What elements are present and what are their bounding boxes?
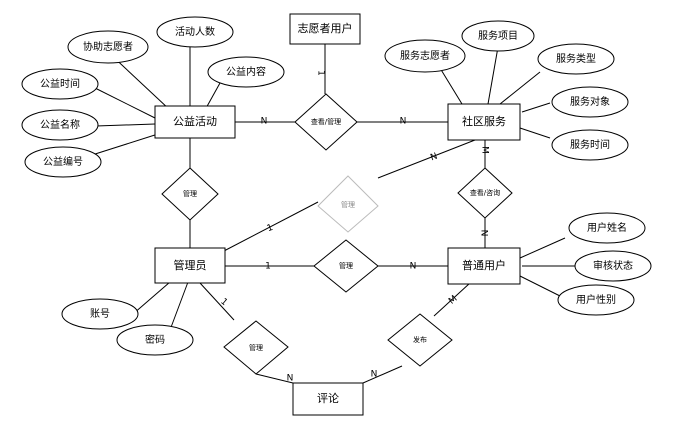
rel-view-consult (457, 167, 513, 219)
attr-service-time (551, 129, 629, 161)
connector-admin-manage-service (221, 201, 319, 253)
attr-service-item-label: 服务项目 (478, 29, 518, 42)
attr-public-number-label: 公益编号 (43, 155, 83, 168)
card-comment-n-left: N (287, 374, 294, 384)
rel-publish-label: 发布 (413, 335, 427, 344)
connector-public-number (91, 133, 159, 156)
entity-comment (292, 382, 364, 416)
connector-service-time (519, 127, 551, 139)
rel-manage-activity-label: 管理 (183, 189, 197, 198)
entity-community-service (447, 103, 521, 141)
entity-public-activity-label: 公益活动 (173, 114, 217, 128)
rel-publish (387, 313, 453, 367)
card-service-m: M (480, 146, 490, 154)
rel-manage-comment-label: 管理 (249, 343, 263, 352)
card-volunteer-one: 1 (316, 70, 326, 76)
attr-user-name-label: 用户姓名 (587, 221, 627, 234)
attr-public-time-label: 公益时间 (40, 77, 80, 90)
rel-manage-user-label: 管理 (339, 261, 353, 270)
entity-community-service-label: 社区服务 (462, 114, 506, 128)
attr-account (61, 298, 139, 330)
attr-user-gender (557, 284, 635, 316)
card-admin-one-low: 1 (218, 297, 229, 308)
attr-help-volunteer-label: 协助志愿者 (83, 40, 133, 53)
attr-review-status-label: 审核状态 (593, 259, 633, 272)
connector-user-gender (519, 275, 561, 297)
rel-view-consult-label: 查看/咨询 (470, 188, 500, 197)
card-admin-one: 1 (265, 262, 271, 272)
card-user-m: M (447, 294, 459, 307)
card-user-n-up: N (479, 230, 489, 237)
connector-user-name (519, 237, 566, 259)
attr-password (116, 324, 194, 356)
attr-activity-count-label: 活动人数 (175, 25, 215, 38)
connector-manage-comment (255, 373, 294, 384)
entity-volunteer-user (289, 13, 361, 45)
connector-manage-service (377, 139, 476, 179)
connector-account (132, 281, 171, 315)
attr-user-gender-label: 用户性别 (576, 293, 616, 306)
card-activity-n: N (261, 117, 268, 127)
attr-public-content (207, 56, 285, 88)
attr-account-label: 账号 (90, 308, 110, 320)
card-service-n: N (400, 117, 407, 127)
connector-public-time (94, 87, 156, 119)
connector-admin-manage-comment (199, 282, 235, 321)
entity-comment-label: 评论 (317, 391, 339, 405)
connector-comment-publish (362, 365, 403, 384)
attr-public-time (21, 68, 99, 100)
attr-public-name-label: 公益名称 (40, 118, 80, 131)
card-admin-one-diag: 1 (266, 223, 275, 234)
connector-service-type (499, 71, 541, 105)
rel-manage-service (317, 175, 379, 233)
entity-public-activity (154, 105, 236, 139)
attr-service-time-label: 服务时间 (570, 138, 610, 151)
rel-view-manage-top (294, 93, 358, 151)
connector-service-volunteer (439, 67, 463, 105)
attr-service-target (551, 86, 629, 118)
entity-normal-user-label: 普通用户 (462, 258, 506, 272)
attr-service-volunteer-label: 服务志愿者 (400, 49, 450, 62)
rel-manage-user (313, 239, 379, 293)
connector-service-item (487, 46, 499, 105)
rel-view-manage-top-label: 查看/管理 (311, 117, 341, 126)
connector-service-target (521, 102, 551, 113)
attr-public-content-label: 公益内容 (226, 65, 266, 78)
attr-service-type (537, 43, 615, 75)
entity-volunteer-user-label: 志愿者用户 (298, 21, 353, 35)
attr-public-number (24, 146, 102, 178)
attr-service-type-label: 服务类型 (556, 52, 596, 65)
attr-service-volunteer (384, 39, 466, 73)
connector-public-name (95, 123, 156, 127)
attr-public-name (21, 109, 99, 141)
attr-help-volunteer (67, 30, 149, 64)
card-user-n: N (410, 262, 417, 272)
card-comment-n-right: N (371, 370, 378, 380)
rel-manage-service-label: 管理 (341, 200, 355, 209)
attr-review-status (574, 250, 652, 282)
entity-admin (154, 247, 226, 284)
connector-publish-user (433, 282, 471, 317)
attr-password-label: 密码 (145, 333, 165, 346)
rel-manage-activity (161, 167, 219, 221)
attr-activity-count (156, 16, 234, 48)
attr-service-target-label: 服务对象 (570, 95, 610, 108)
entity-normal-user (447, 247, 521, 285)
rel-manage-comment (223, 320, 289, 375)
attr-user-name (568, 212, 646, 244)
card-service-n-diag: N (429, 152, 439, 164)
connector-password (169, 281, 189, 331)
attr-service-item (461, 20, 535, 52)
entity-admin-label: 管理员 (174, 258, 207, 272)
